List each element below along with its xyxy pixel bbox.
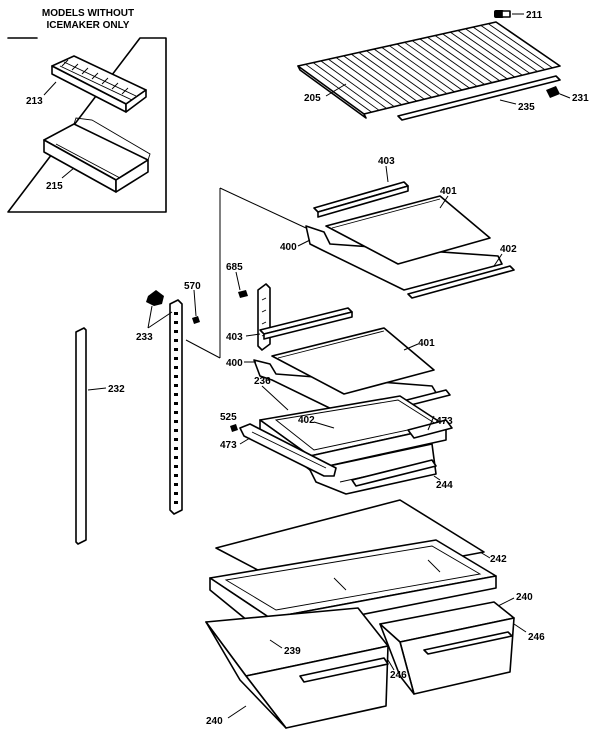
ladder-slot <box>174 402 178 405</box>
ladder-slot <box>174 420 178 423</box>
label-246-right: 246 <box>528 632 545 643</box>
screw-525 <box>230 424 238 432</box>
label-215: 215 <box>46 181 63 192</box>
shelf-wire <box>320 60 387 109</box>
wire-shelf <box>297 21 561 119</box>
ladder-slot <box>174 474 178 477</box>
shelf-wire <box>450 31 516 78</box>
ladder-slot <box>174 384 178 387</box>
label-401-lower: 401 <box>418 338 435 349</box>
shelf-wire <box>427 36 493 83</box>
label-211: 211 <box>526 10 543 21</box>
label-401-upper: 401 <box>440 186 457 197</box>
ladder-slot <box>174 375 178 378</box>
shelf-wire <box>335 57 402 106</box>
label-240-left: 240 <box>206 716 223 727</box>
label-236: 236 <box>254 376 271 387</box>
ladder-slot <box>174 348 178 351</box>
inset-models-without-icemaker: MODELS WITHOUT ICEMAKER ONLY 213 215 <box>7 8 167 213</box>
crisper-drawer-left <box>205 607 389 729</box>
vertical-trim-232 <box>75 327 87 545</box>
ladder-slot <box>174 438 178 441</box>
ladder-slot <box>174 447 178 450</box>
shelf-wire <box>366 50 433 98</box>
shelf-wire <box>381 47 448 95</box>
ladder-slot <box>174 465 178 468</box>
ladder-slot <box>174 330 178 333</box>
ladder-slot <box>174 321 178 324</box>
shelf-trim-strip <box>397 75 561 121</box>
shelf-wire <box>373 48 440 96</box>
shelf-wire <box>343 55 410 104</box>
label-685: 685 <box>226 262 243 273</box>
shelf-wire <box>358 52 425 100</box>
label-231: 231 <box>572 93 589 104</box>
label-213: 213 <box>26 96 43 107</box>
shelf-wire <box>434 35 500 82</box>
label-242: 242 <box>490 554 507 565</box>
label-233: 233 <box>136 332 153 343</box>
shelf-wire <box>488 23 553 69</box>
crisper-drawer-right <box>379 601 515 695</box>
inset-title-line1: MODELS WITHOUT <box>42 8 134 19</box>
pan-drawer-assembly <box>239 395 453 495</box>
label-400-lower: 400 <box>226 358 243 369</box>
ladder-slot <box>174 366 178 369</box>
shelf-cap-231 <box>546 86 560 98</box>
label-403-upper: 403 <box>378 156 395 167</box>
label-246-left: 246 <box>390 670 407 681</box>
shelf-wire <box>411 40 478 87</box>
shelf-wire <box>312 62 380 111</box>
shelf-wire <box>442 33 508 80</box>
label-235: 235 <box>518 102 535 113</box>
label-570: 570 <box>184 281 201 292</box>
shelf-wire <box>351 53 418 102</box>
label-402-lower: 402 <box>298 415 315 426</box>
label-403-lower: 403 <box>226 332 243 343</box>
upper-glass-shelf-assembly <box>305 181 515 299</box>
ladder-slot <box>174 429 178 432</box>
shelf-wire <box>396 43 463 91</box>
screw-570 <box>192 316 200 324</box>
label-239: 239 <box>284 646 301 657</box>
shelf-wire <box>472 26 538 72</box>
label-232: 232 <box>108 384 125 395</box>
shelf-support-bracket <box>257 283 271 351</box>
ladder-slot <box>174 411 178 414</box>
shelf-wire <box>328 58 395 107</box>
label-473-right: 473 <box>436 416 453 427</box>
ladder-slot <box>174 312 178 315</box>
ladder-rail <box>169 299 183 515</box>
label-240-right: 240 <box>516 592 533 603</box>
label-473-left: 473 <box>220 440 237 451</box>
label-525: 525 <box>220 412 237 423</box>
ladder-slot <box>174 393 178 396</box>
inset-title-line2: ICEMAKER ONLY <box>47 20 130 31</box>
label-244: 244 <box>436 480 453 491</box>
ladder-slot <box>174 456 178 459</box>
ladder-slot <box>174 339 178 342</box>
ladder-slot <box>174 492 178 495</box>
shelf-wire <box>404 41 470 89</box>
shelf-wire <box>480 25 546 71</box>
label-205: 205 <box>304 93 321 104</box>
rail-clip-233 <box>146 290 164 306</box>
shelf-wire <box>465 28 531 74</box>
ladder-slot <box>174 483 178 486</box>
label-402-upper: 402 <box>500 244 517 255</box>
ice-cube-tray <box>51 55 147 113</box>
storage-bin <box>43 117 151 193</box>
ladder-slot <box>174 501 178 504</box>
shelf-wire <box>457 30 523 76</box>
shelf-wire <box>389 45 455 93</box>
label-400-upper: 400 <box>280 242 297 253</box>
shelf-wire <box>419 38 485 85</box>
screw-685 <box>238 290 248 298</box>
ladder-slot <box>174 357 178 360</box>
shelf-bracket-211 <box>494 10 511 18</box>
